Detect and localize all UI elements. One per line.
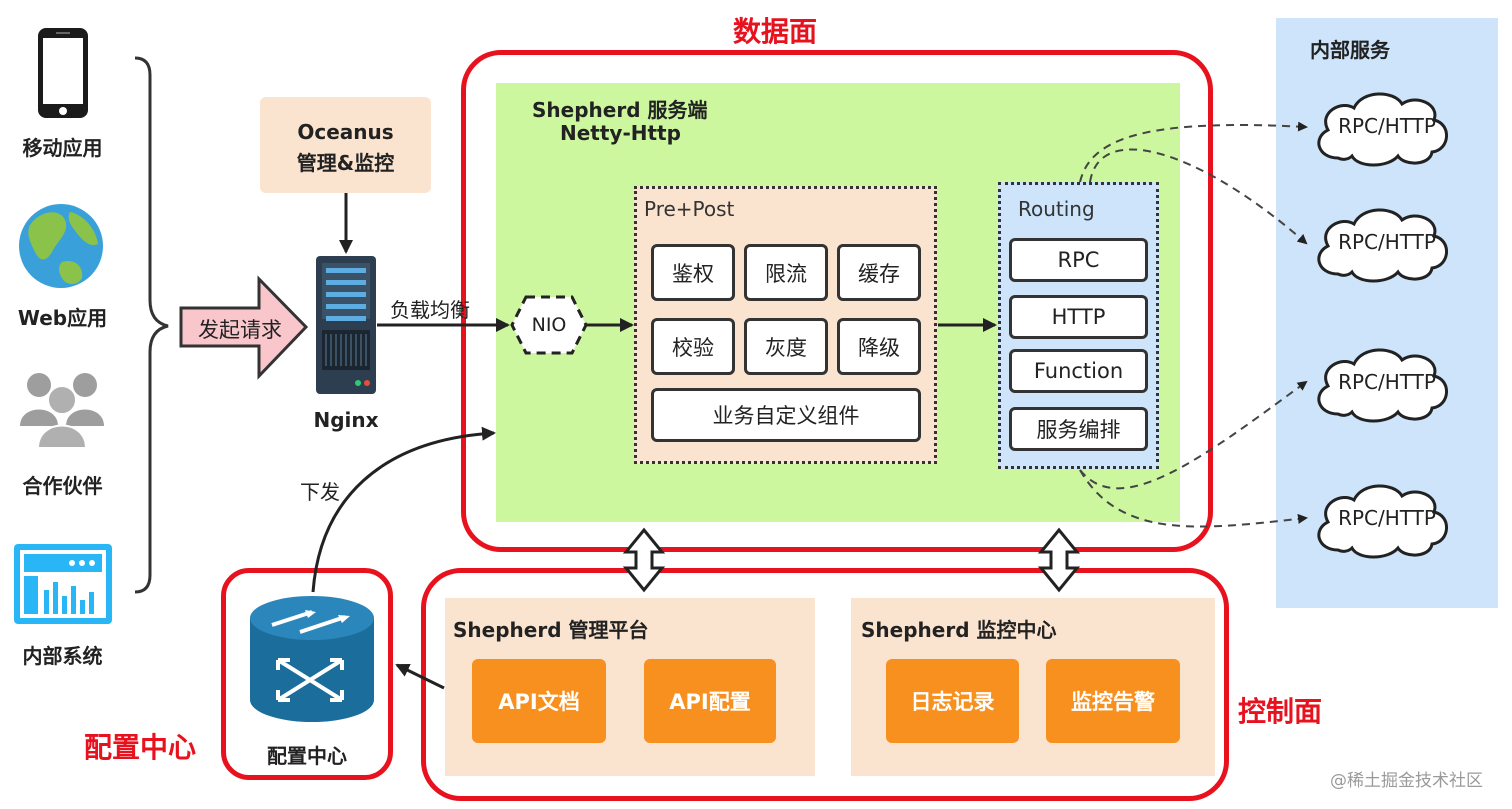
admin-to-config-arrow: [395, 663, 445, 690]
oceanus-line1: Oceanus: [297, 120, 394, 144]
cloud-label-2: RPC/HTTP: [1338, 230, 1436, 254]
validate-box: 校验: [651, 318, 735, 375]
dashboard-icon: [14, 544, 112, 624]
double-arrow-left: [622, 527, 666, 593]
oceanus-line2: 管理&监控: [296, 151, 395, 175]
globe-icon: [19, 204, 103, 288]
cache-box: 缓存: [837, 244, 921, 301]
alerting-box: 监控告警: [1046, 659, 1180, 743]
route-http-box: HTTP: [1009, 295, 1148, 339]
route-function-box: Function: [1009, 349, 1148, 393]
route-orchestration-box: 服务编排: [1009, 407, 1148, 451]
data-plane-outline: [461, 50, 1213, 552]
nginx-label: Nginx: [313, 408, 379, 432]
admin-platform-title: Shepherd 管理平台: [453, 618, 649, 642]
nio-label: NIO: [531, 314, 567, 336]
auth-box: 鉴权: [651, 244, 735, 301]
degrade-box: 降级: [837, 318, 921, 375]
control-plane-title: 控制面: [1238, 695, 1323, 728]
route-curve-1: [1079, 121, 1308, 183]
nio-hexagon: [510, 295, 588, 355]
cloud-label-3: RPC/HTTP: [1338, 370, 1436, 394]
monitor-center-title: Shepherd 监控中心: [861, 618, 1057, 642]
oceanus-box: [260, 97, 431, 193]
route-curve-4: [1079, 469, 1308, 528]
request-arrow: [179, 275, 309, 380]
api-config-box: API配置: [644, 659, 776, 743]
cloud-label-4: RPC/HTTP: [1338, 506, 1436, 530]
cloud-label-1: RPC/HTTP: [1338, 114, 1436, 138]
dispatch-arrow: [311, 426, 496, 593]
client-label-internal: 内部系统: [22, 644, 103, 668]
server-title-line2: Netty-Http: [560, 121, 681, 145]
config-center-title: 配置中心: [84, 731, 197, 764]
cloud-icon: [1317, 92, 1448, 559]
request-label: 发起请求: [198, 318, 282, 342]
custom-component-box: 业务自定义组件: [651, 388, 921, 442]
api-docs-box: API文档: [472, 659, 606, 743]
config-center-label: 配置中心: [267, 744, 347, 768]
config-center-outline: [221, 568, 393, 780]
client-label-partners: 合作伙伴: [22, 474, 103, 498]
data-plane-title: 数据面: [733, 15, 818, 48]
rate-limit-box: 限流: [744, 244, 828, 301]
gray-release-box: 灰度: [744, 318, 828, 375]
dispatch-label: 下发: [300, 480, 340, 504]
route-rpc-box: RPC: [1009, 238, 1148, 282]
server-title-line1: Shepherd 服务端: [532, 98, 708, 122]
client-label-mobile: 移动应用: [22, 136, 103, 160]
prepost-title: Pre+Post: [644, 197, 735, 221]
config-center-router-icon: [250, 596, 374, 722]
route-curve-2: [1089, 148, 1308, 245]
load-balance-label: 负载均衡: [390, 298, 470, 322]
clients-brace: [134, 56, 169, 594]
route-curve-3: [1079, 380, 1308, 490]
partners-icon: [20, 373, 104, 449]
client-label-web: Web应用: [17, 306, 108, 330]
server-tower-icon: [316, 256, 376, 394]
control-plane-outline: [421, 568, 1229, 801]
internal-services-title: 内部服务: [1310, 38, 1390, 62]
mobile-phone-icon: [38, 28, 88, 118]
watermark: @稀土掘金技术社区: [1330, 771, 1483, 791]
double-arrow-right: [1037, 527, 1081, 593]
routing-title: Routing: [1018, 197, 1095, 221]
logging-box: 日志记录: [886, 659, 1019, 743]
